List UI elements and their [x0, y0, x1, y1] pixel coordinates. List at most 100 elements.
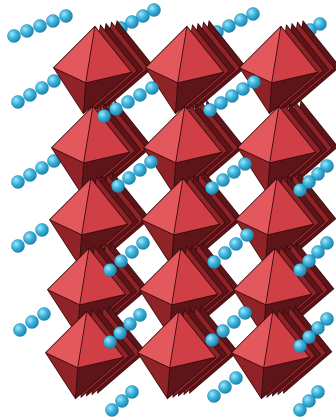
- oxygen-atom: [46, 14, 60, 28]
- oxygen-atom: [25, 315, 39, 329]
- oxygen-atom: [313, 17, 327, 31]
- oxygen-atom: [238, 306, 252, 320]
- oxygen-atom: [229, 371, 243, 385]
- oxygen-atom: [207, 389, 221, 403]
- octahedron: [45, 305, 147, 400]
- oxygen-atom: [122, 171, 136, 185]
- oxygen-atom: [234, 13, 248, 27]
- oxygen-atom: [20, 24, 34, 38]
- oxygen-atom: [133, 88, 147, 102]
- oxygen-atom: [311, 167, 325, 181]
- octahedron-face: [174, 71, 225, 115]
- oxygen-atom: [121, 95, 135, 109]
- oxygen-atom: [311, 245, 325, 259]
- oxygen-atom: [133, 163, 147, 177]
- oxygen-atom: [214, 96, 228, 110]
- oxygen-atom: [205, 181, 219, 195]
- oxygen-atom: [136, 9, 150, 23]
- octahedron-face: [81, 151, 131, 195]
- octahedron-face: [172, 151, 223, 195]
- octahedra-group: [45, 20, 336, 400]
- oxygen-atom: [105, 403, 119, 417]
- octahedron: [51, 100, 153, 195]
- atom-chains-front: [97, 75, 334, 417]
- oxygen-atom: [293, 339, 307, 353]
- oxygen-atom: [47, 74, 61, 88]
- oxygen-atom: [203, 103, 217, 117]
- octahedron: [137, 305, 239, 400]
- oxygen-atom: [103, 335, 117, 349]
- oxygen-atom: [59, 9, 73, 23]
- oxygen-atom: [147, 3, 161, 17]
- oxygen-atom: [125, 385, 139, 399]
- oxygen-atom: [207, 255, 221, 269]
- oxygen-atom: [246, 7, 260, 21]
- oxygen-atom: [293, 263, 307, 277]
- oxygen-atom: [293, 403, 307, 417]
- octahedron-face: [75, 356, 125, 400]
- oxygen-atom: [144, 155, 158, 169]
- oxygen-atom: [114, 254, 128, 268]
- oxygen-atom: [33, 19, 47, 33]
- oxygen-atom: [227, 315, 241, 329]
- oxygen-atom: [227, 165, 241, 179]
- oxygen-atom: [133, 308, 147, 322]
- oxygen-atom: [320, 312, 334, 326]
- oxygen-atom: [13, 323, 27, 337]
- oxygen-atom: [35, 81, 49, 95]
- oxygen-atom: [225, 89, 239, 103]
- oxygen-atom: [136, 236, 150, 250]
- oxygen-atom: [216, 173, 230, 187]
- oxygen-atom: [302, 330, 316, 344]
- oxygen-atom: [109, 102, 123, 116]
- oxygen-atom: [11, 239, 25, 253]
- oxygen-atom: [23, 88, 37, 102]
- oxygen-atom: [218, 246, 232, 260]
- octahedron-face: [260, 356, 311, 400]
- oxygen-atom: [311, 385, 325, 399]
- oxygen-atom: [205, 333, 219, 347]
- oxygen-atom: [302, 254, 316, 268]
- oxygen-atom: [145, 81, 159, 95]
- oxygen-atom: [7, 29, 21, 43]
- oxygen-atom: [238, 157, 252, 171]
- oxygen-atom: [222, 19, 236, 33]
- oxygen-atom: [320, 236, 334, 250]
- oxygen-atom: [302, 175, 316, 189]
- oxygen-atom: [37, 307, 51, 321]
- octahedron-face: [266, 151, 317, 195]
- oxygen-atom: [218, 380, 232, 394]
- oxygen-atom: [115, 394, 129, 408]
- oxygen-atom: [229, 237, 243, 251]
- octahedron-face: [83, 71, 133, 115]
- oxygen-atom: [103, 263, 117, 277]
- oxygen-atom: [11, 175, 25, 189]
- octahedron: [239, 20, 336, 115]
- octahedron: [145, 20, 247, 115]
- oxygen-atom: [320, 159, 334, 173]
- oxygen-atom: [35, 161, 49, 175]
- oxygen-atom: [125, 15, 139, 29]
- octahedron: [237, 100, 336, 195]
- oxygen-atom: [111, 179, 125, 193]
- octahedron-face: [268, 71, 319, 115]
- oxygen-atom: [302, 394, 316, 408]
- oxygen-atom: [123, 317, 137, 331]
- oxygen-atom: [125, 245, 139, 259]
- oxygen-atom: [23, 168, 37, 182]
- oxygen-atom: [311, 321, 325, 335]
- oxygen-atom: [11, 95, 25, 109]
- octahedron: [49, 172, 151, 267]
- octahedron: [53, 20, 155, 115]
- oxygen-atom: [236, 82, 250, 96]
- oxygen-atom: [247, 75, 261, 89]
- octahedron: [141, 172, 243, 267]
- oxygen-atom: [293, 183, 307, 197]
- octahedron-face: [264, 223, 315, 267]
- oxygen-atom: [97, 109, 111, 123]
- octahedron-face: [166, 356, 217, 400]
- octahedron: [235, 172, 336, 267]
- oxygen-atom: [216, 324, 230, 338]
- oxygen-atom: [240, 228, 254, 242]
